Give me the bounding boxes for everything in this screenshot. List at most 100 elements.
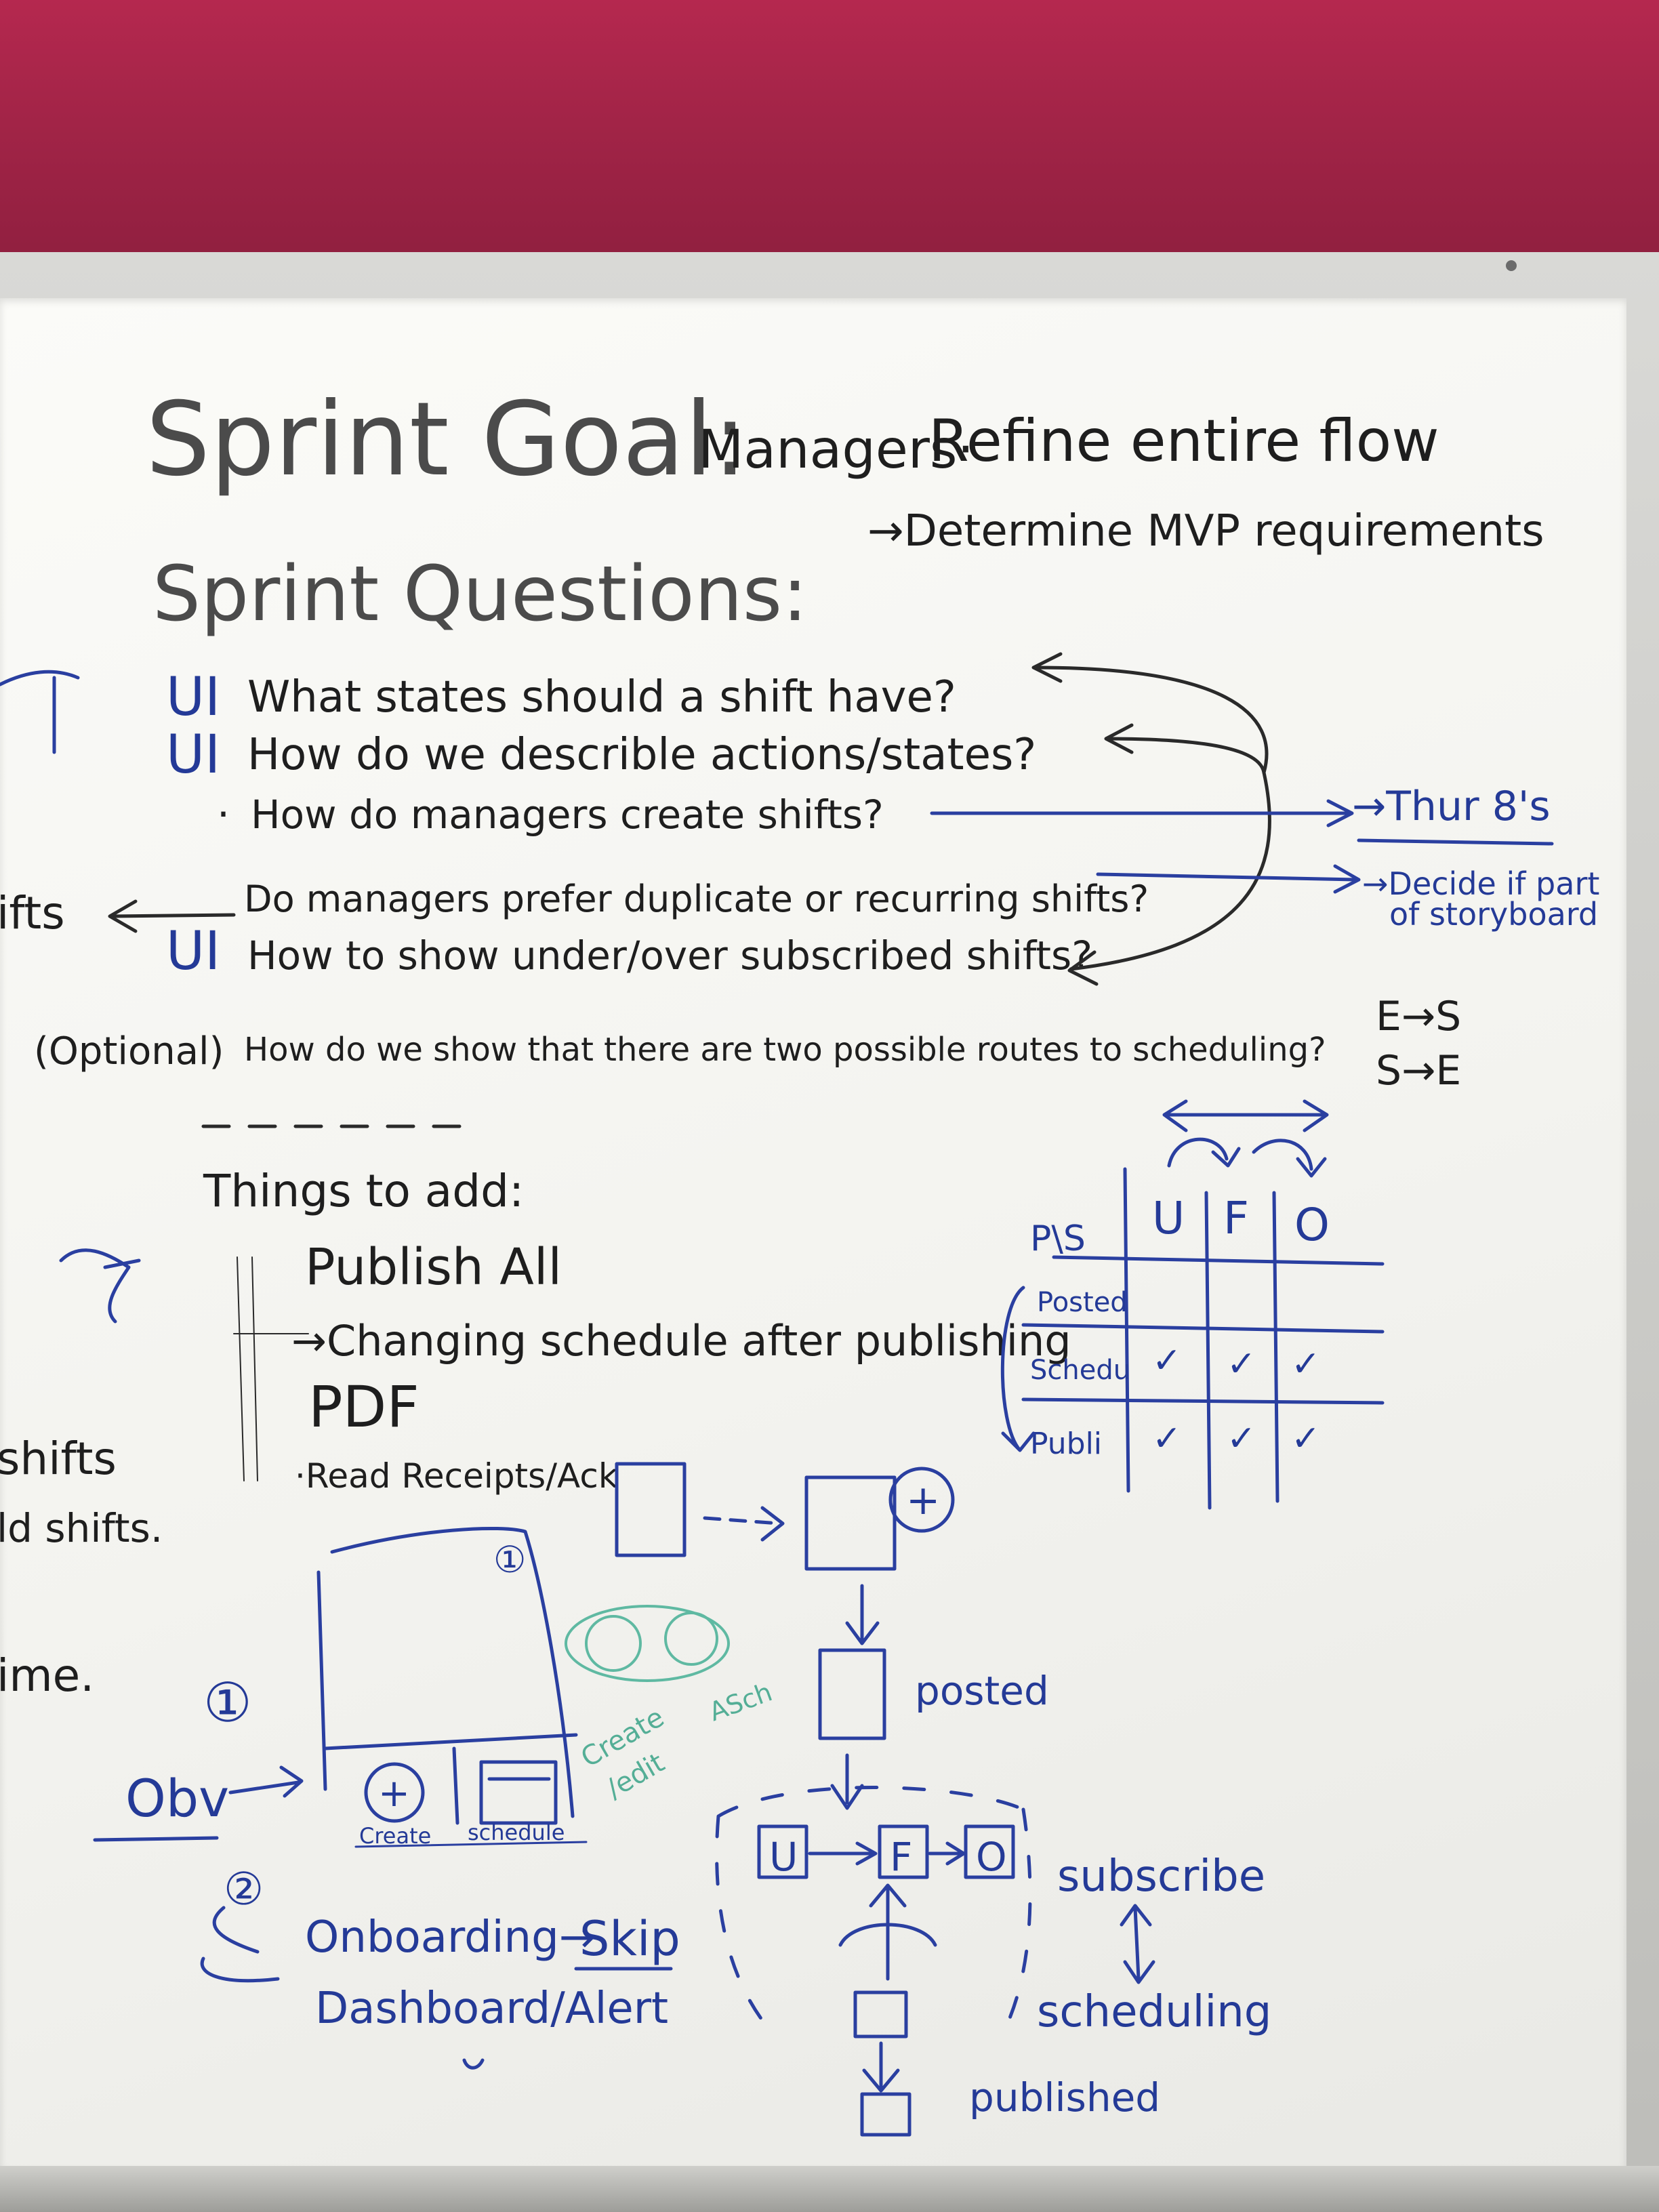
sprint-goal-title: Sprint Goal: Managers· Refine entire flo… (146, 381, 1544, 556)
fragment-stroke (0, 670, 80, 754)
title-main: Sprint Goal: (146, 381, 747, 499)
flow-published: published (969, 2074, 1160, 2121)
curve-arrow (1069, 771, 1271, 971)
sketch-skip: Skip (579, 1911, 680, 1967)
grid-check: ✓ (1152, 1418, 1182, 1459)
title-sub: →Determine MVP requirements (867, 506, 1544, 556)
things-bracket (237, 1256, 258, 1481)
grid-line (1021, 1323, 1385, 1334)
sketch-divider (452, 1746, 459, 1825)
sketch-schedule: schedule (468, 1820, 565, 1845)
grid-row-header: Publi (1030, 1427, 1102, 1461)
things-item: PDF (308, 1374, 419, 1440)
grid-line (1021, 1397, 1385, 1405)
sketch-arrow (228, 1765, 304, 1798)
fragment-text: shifts (0, 1433, 117, 1485)
flow-state-arrow (808, 1841, 878, 1866)
grid-col-header: O (1294, 1199, 1330, 1251)
things-heading: Things to add: (203, 1165, 524, 1217)
routes-s-to-e: S→E (1376, 1047, 1461, 1094)
title-managers: Managers· (698, 419, 974, 480)
grid-col-header: U (1152, 1192, 1185, 1244)
sketch-step2: ② (224, 1863, 264, 1915)
flow-box-scheduled (853, 1990, 908, 2039)
flow-posted: posted (915, 1668, 1049, 1714)
question-text: How do managers create shifts? (251, 792, 884, 838)
arrowhead (1333, 864, 1361, 894)
grid-row-header: Posted (1037, 1287, 1128, 1318)
flow-state-box (964, 1824, 1015, 1879)
flow-state-box (878, 1824, 929, 1879)
question-text: What states should a shift have? (247, 672, 956, 722)
things-item: →Changing schedule after publishing (291, 1316, 1071, 1366)
flow-state-box (757, 1824, 808, 1879)
flow-box-published (860, 2092, 912, 2137)
things-item: ·Read Receipts/Ack (295, 1456, 618, 1496)
flow-arrow (862, 2041, 900, 2093)
questions-heading: Sprint Questions: (152, 550, 808, 638)
arrowhead (1031, 652, 1063, 683)
grid-check: ✓ (1227, 1344, 1256, 1385)
flow-updown-arrow (1120, 1904, 1155, 1984)
sketch-schedule-box (479, 1760, 558, 1825)
sketch-create-plus: + (378, 1771, 410, 1816)
question-tag: UI (166, 724, 220, 785)
question-text: Do managers prefer duplicate or recurrin… (244, 878, 1149, 920)
curve-arrow (1035, 665, 1269, 775)
arrowhead (1326, 799, 1354, 827)
flow-state: O (976, 1834, 1007, 1880)
underline (1357, 838, 1554, 846)
flow-arrow (830, 1753, 864, 1810)
question-tag: UI (166, 667, 220, 728)
grid-row-header: Schedu (1030, 1355, 1130, 1386)
sketch-mark (462, 2058, 485, 2070)
fragment-stroke (59, 1248, 141, 1324)
grid-double-arrow (1162, 1099, 1329, 1132)
curve-arrow (1106, 737, 1266, 775)
note-decide-2: of storyboard (1389, 896, 1598, 933)
flow-diagram: + posted U F O subscribe scheduling publ… (615, 1462, 1271, 2137)
flow-box-draft (615, 1462, 687, 1557)
sketch-onboarding: Onboarding→ (305, 1912, 595, 1963)
state-grid: P\S U F O Posted Schedu Publi ✓ ✓ ✓ ✓ ✓ … (1000, 1099, 1385, 1510)
left-edge-fragments: ifts shifts ld shifts. ime. (0, 670, 163, 1702)
grid-swap-arrow (1167, 1137, 1241, 1168)
flow-state: U (769, 1834, 798, 1880)
flow-state: F (890, 1834, 912, 1880)
flow-scheduling: scheduling (1037, 1987, 1271, 2037)
sketch-frame (323, 1733, 578, 1750)
sketch-create-circle (364, 1762, 425, 1823)
arrowhead (108, 899, 138, 933)
whiteboard-surface (0, 298, 1626, 2169)
sketch-dashboard: Dashboard/Alert (315, 1984, 668, 2034)
arrow-left (110, 913, 236, 918)
sketch-frame (330, 1526, 575, 1818)
questions-list: UI What states should a shift have? UI H… (34, 667, 1326, 1073)
title-goal: Refine entire flow (928, 407, 1439, 475)
sketch-step1: ① (203, 1671, 252, 1734)
sketch-green-3: ASch (705, 1677, 776, 1727)
sketch-obv: Obv (125, 1768, 229, 1828)
sketch-underline (354, 1841, 588, 1848)
grid-check: ✓ (1227, 1418, 1256, 1459)
arrowhead (1104, 723, 1134, 754)
arrowhead (760, 1506, 785, 1542)
question-tag: UI (166, 921, 220, 982)
grid-line (1123, 1167, 1130, 1493)
flow-subscribe: subscribe (1057, 1851, 1265, 1902)
grid-line (1272, 1191, 1279, 1503)
grid-corner: P\S (1030, 1218, 1086, 1259)
fragment-text: ime. (0, 1650, 94, 1702)
grid-row-bracket (1000, 1286, 1036, 1452)
question-text: How do we show that there are two possib… (244, 1031, 1326, 1069)
sketch-marker: ① (493, 1538, 526, 1581)
wall-background (0, 0, 1659, 271)
question-text: How to show under/over subscribed shifts… (247, 933, 1092, 979)
flow-box-new (804, 1475, 897, 1571)
note-thur: →Thur 8's (1352, 783, 1551, 830)
sketch-green-bubble (565, 1605, 730, 1682)
things-item: Publish All (305, 1238, 562, 1296)
flow-plus: + (906, 1477, 940, 1524)
flow-state-arrow (928, 1841, 966, 1866)
